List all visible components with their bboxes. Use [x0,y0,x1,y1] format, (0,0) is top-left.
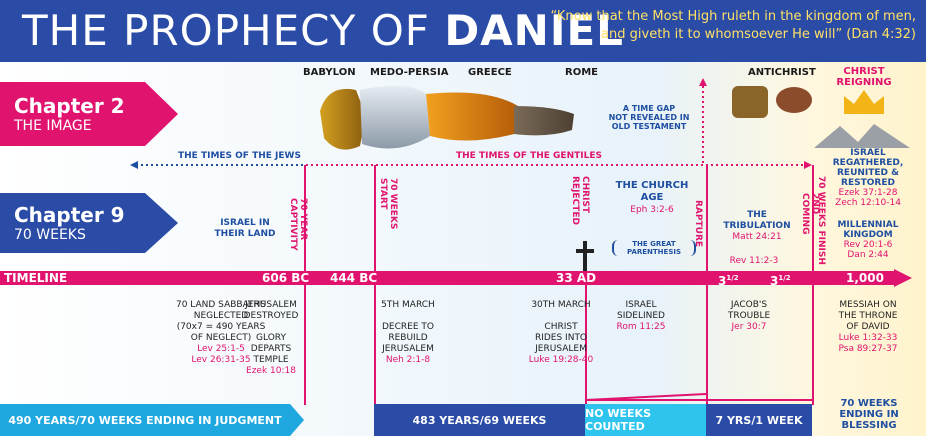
times-of-gentiles-arrow [306,161,812,169]
bar-490-arrowhead [290,404,304,436]
half-week-1: 31/2 [718,274,739,288]
timeline-arrowhead [894,269,912,287]
line-second-coming [812,165,814,405]
times-of-gentiles-label: THE TIMES OF THE GENTILES [456,151,602,161]
weeks-finish-label: 70 WEEKS FINISH [816,176,826,265]
statue-image [320,85,574,150]
era-greece: GREECE [468,67,512,78]
era-rome: ROME [565,67,598,78]
date-1000: 1,000 [846,271,884,285]
israel-restored-label: ISRAEL REGATHERED, REUNITED & RESTORED E… [832,148,904,208]
line-33ad [585,285,587,405]
captivity-label: 70 YEAR CAPTIVITY [288,198,308,251]
daniel-quote: “Know that the Most High ruleth in the k… [550,9,916,42]
line-rapture [706,165,708,405]
tribulation-ref2: Rev 11:2-3 [729,256,779,266]
era-antichrist: ANTICHRIST [748,67,816,78]
chapter2-label: Chapter 2 THE IMAGE [14,94,125,134]
bar-7-years: 7 YRS/1 WEEK [706,404,812,436]
line-606bc [304,165,306,405]
times-of-jews-arrow [130,161,306,169]
millennial-kingdom-label: MILLENNIAL KINGDOM Rev 20:1-6 Dan 2:44 [837,220,899,260]
date-444bc: 444 BC [330,271,378,285]
line-444bc [374,165,376,405]
chapter2-arrow [0,82,178,146]
cross-icon [576,241,594,271]
bar-490-years: 490 YEARS/70 WEEKS ENDING IN JUDGMENT [0,404,290,436]
half-week-2: 31/2 [770,274,791,288]
era-babylon: BABYLON [303,67,356,78]
mountain-icon [814,124,910,148]
rapture-label: RAPTURE [693,200,703,248]
page-title: THE PROPHECY OF DANIEL [22,6,624,55]
crown-icon [844,90,884,114]
timeline-bar [0,271,895,285]
christ-rejected-label: CHRIST REJECTED [570,176,590,225]
chapter9-arrow [0,193,178,253]
gap-bracket [585,393,813,401]
chapter9-label: Chapter 9 70 WEEKS [14,203,125,243]
second-coming-label: 2ND COMING [800,193,820,235]
bar-no-weeks: NO WEEKS COUNTED [585,404,706,436]
tribulation-label: THE TRIBULATION Matt 24:21 [723,210,791,242]
era-medo-persia: MEDO-PERSIA [370,67,449,78]
timeline-label: TIMELINE [4,271,68,285]
clay-iron-feet-image [732,86,812,118]
times-of-jews-label: THE TIMES OF THE JEWS [178,151,301,161]
bar-483-years: 483 YEARS/69 WEEKS [374,404,585,436]
date-33ad: 33 AD [556,271,597,285]
header-banner [0,0,926,62]
weeks-start-label: 70 WEEKS START [378,178,398,230]
gap-arrow [699,78,707,164]
date-606bc: 606 BC [262,271,310,285]
